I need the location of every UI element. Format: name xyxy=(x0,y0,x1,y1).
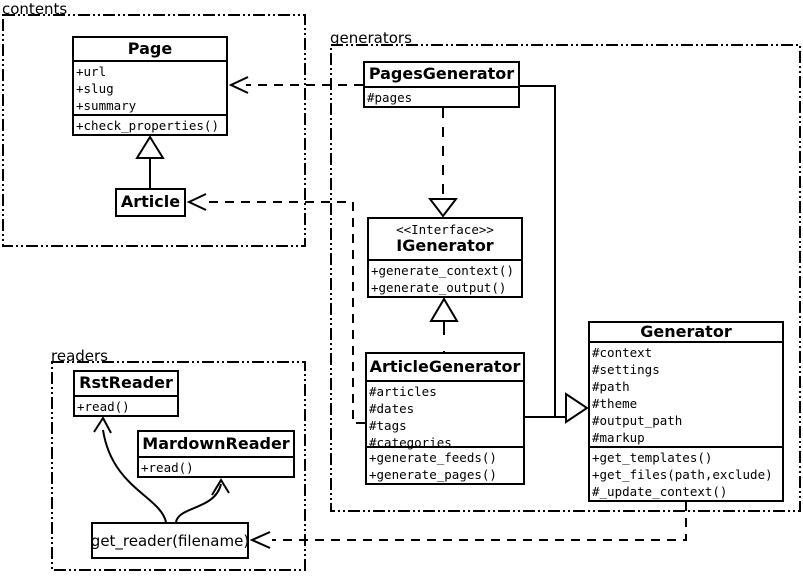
attribute: #path xyxy=(592,379,630,395)
class-box-mardownreader: MardownReader +read() xyxy=(137,430,295,478)
class-methods: +generate_context() +generate_output() xyxy=(369,261,521,296)
open-arrowhead-page xyxy=(228,76,249,94)
class-box-article: Article xyxy=(115,188,186,217)
attribute: +summary xyxy=(76,98,137,113)
package-border-contents xyxy=(2,14,306,247)
open-arrowhead-article xyxy=(186,193,207,211)
class-title: PagesGenerator xyxy=(365,63,518,88)
class-title: Generator xyxy=(590,322,782,344)
method: +generate_context() xyxy=(371,263,514,278)
class-title: Article xyxy=(120,192,181,212)
package-label-generators: generators xyxy=(330,29,412,47)
open-arrowhead-getreader xyxy=(249,531,271,549)
class-title: Page xyxy=(74,38,226,62)
attribute: +url xyxy=(76,64,107,79)
class-methods: +get_templates() +get_files(path,exclude… xyxy=(590,448,782,500)
class-attributes: #articles #dates #tags #categories xyxy=(367,382,523,450)
method: +generate_pages() xyxy=(369,467,497,482)
class-box-generator: Generator #context #settings #path #them… xyxy=(588,321,784,502)
package-label-readers: readers xyxy=(51,347,108,365)
attribute: +slug xyxy=(76,81,114,96)
attribute: #theme xyxy=(592,396,638,412)
method: +generate_output() xyxy=(371,280,507,295)
class-title: RstReader xyxy=(75,372,177,397)
class-title: MardownReader xyxy=(139,432,293,458)
realization-triangle-igenerator-top xyxy=(427,198,459,218)
class-attributes: #pages xyxy=(365,88,518,106)
edge-getreader-to-mardownreader xyxy=(175,483,222,523)
method: +get_templates() xyxy=(592,450,713,466)
generalization-triangle-page xyxy=(135,135,165,159)
attribute: #context xyxy=(592,345,653,361)
class-box-rstreader: RstReader +read() xyxy=(73,370,179,417)
class-box-articlegenerator: ArticleGenerator #articles #dates #tags … xyxy=(365,352,525,485)
class-methods: +read() xyxy=(139,458,293,476)
attribute: #settings xyxy=(592,362,660,378)
attribute: #markup xyxy=(592,430,645,446)
class-box-page: Page +url +slug +summary +check_properti… xyxy=(72,36,228,136)
edge-getreader-to-rstreader xyxy=(102,429,167,523)
method: +read() xyxy=(141,460,194,475)
edge-articlegenerator-to-article xyxy=(206,201,365,424)
attribute: #tags xyxy=(369,418,407,433)
attribute: #articles xyxy=(369,384,437,399)
attribute: #dates xyxy=(369,401,415,416)
package-border-generators xyxy=(330,44,801,512)
class-title: <<Interface>> IGenerator xyxy=(369,219,521,261)
class-stereotype: <<Interface>> xyxy=(396,221,494,237)
class-methods: +read() xyxy=(75,397,177,415)
attribute: #pages xyxy=(367,90,413,105)
class-methods: +check_properties() xyxy=(74,116,226,134)
package-border-readers xyxy=(51,361,306,571)
function-label: get_reader(filename) xyxy=(90,531,250,550)
class-title: ArticleGenerator xyxy=(367,354,523,382)
class-box-igenerator: <<Interface>> IGenerator +generate_conte… xyxy=(367,217,523,298)
method: #_update_context() xyxy=(592,484,728,500)
open-arrowhead-rstreader xyxy=(93,416,112,434)
package-label-contents: contents xyxy=(2,0,68,18)
open-arrowhead-mardownreader xyxy=(211,478,230,496)
generalization-triangle-generator xyxy=(565,392,589,424)
attribute: #categories xyxy=(369,435,452,450)
class-name: IGenerator xyxy=(396,235,494,255)
realization-triangle-igenerator-bottom xyxy=(429,297,459,322)
class-box-pagesgenerator: PagesGenerator #pages xyxy=(363,61,520,108)
class-attributes: +url +slug +summary xyxy=(74,62,226,116)
method: +check_properties() xyxy=(76,118,219,133)
method: +get_files(path,exclude) xyxy=(592,467,773,483)
method: +generate_feeds() xyxy=(369,450,497,465)
edge-pagesgenerator-to-generator xyxy=(520,85,566,418)
function-box-get-reader: get_reader(filename) xyxy=(91,522,249,559)
edge-generator-to-getreader xyxy=(272,502,687,541)
attribute: #output_path xyxy=(592,413,683,429)
method: +read() xyxy=(77,399,130,414)
class-attributes: #context #settings #path #theme #output_… xyxy=(590,343,782,449)
class-methods: +generate_feeds() +generate_pages() xyxy=(367,448,523,483)
